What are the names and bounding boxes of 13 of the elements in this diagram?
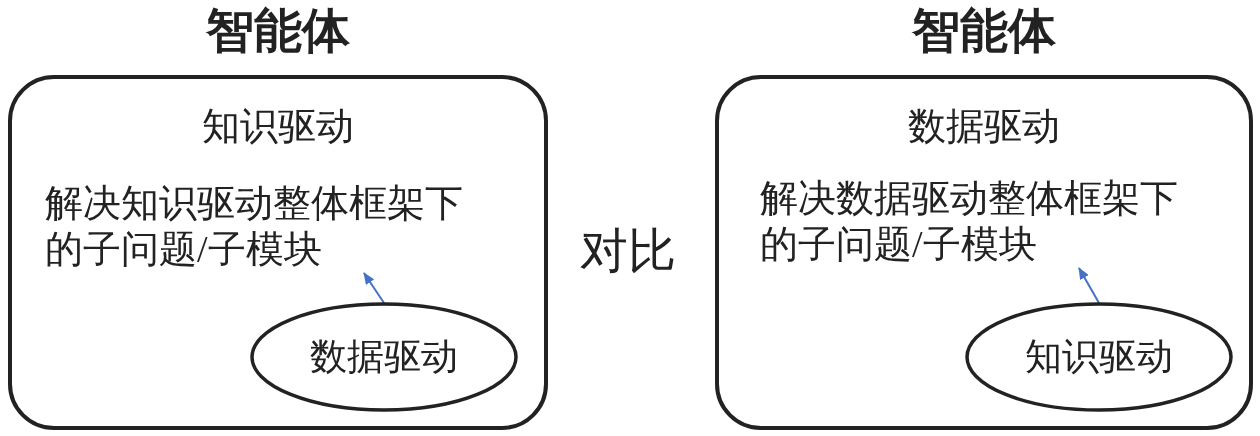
frame-title: 知识驱动	[202, 104, 354, 148]
oval-label: 数据驱动	[310, 335, 458, 379]
center-label: 对比	[580, 222, 676, 278]
oval-label: 知识驱动	[1025, 335, 1173, 379]
oval-node	[965, 302, 1233, 412]
arrow	[363, 272, 385, 304]
frame-heading: 智能体	[206, 2, 350, 58]
frame-heading: 智能体	[912, 2, 1056, 58]
arrow	[1078, 267, 1100, 304]
description-text: 解决数据驱动整体框架下的子问题/子模块	[760, 175, 1192, 267]
oval-node	[250, 302, 518, 412]
description-text: 解决知识驱动整体框架下的子问题/子模块	[45, 180, 477, 272]
frame-title: 数据驱动	[908, 104, 1060, 148]
